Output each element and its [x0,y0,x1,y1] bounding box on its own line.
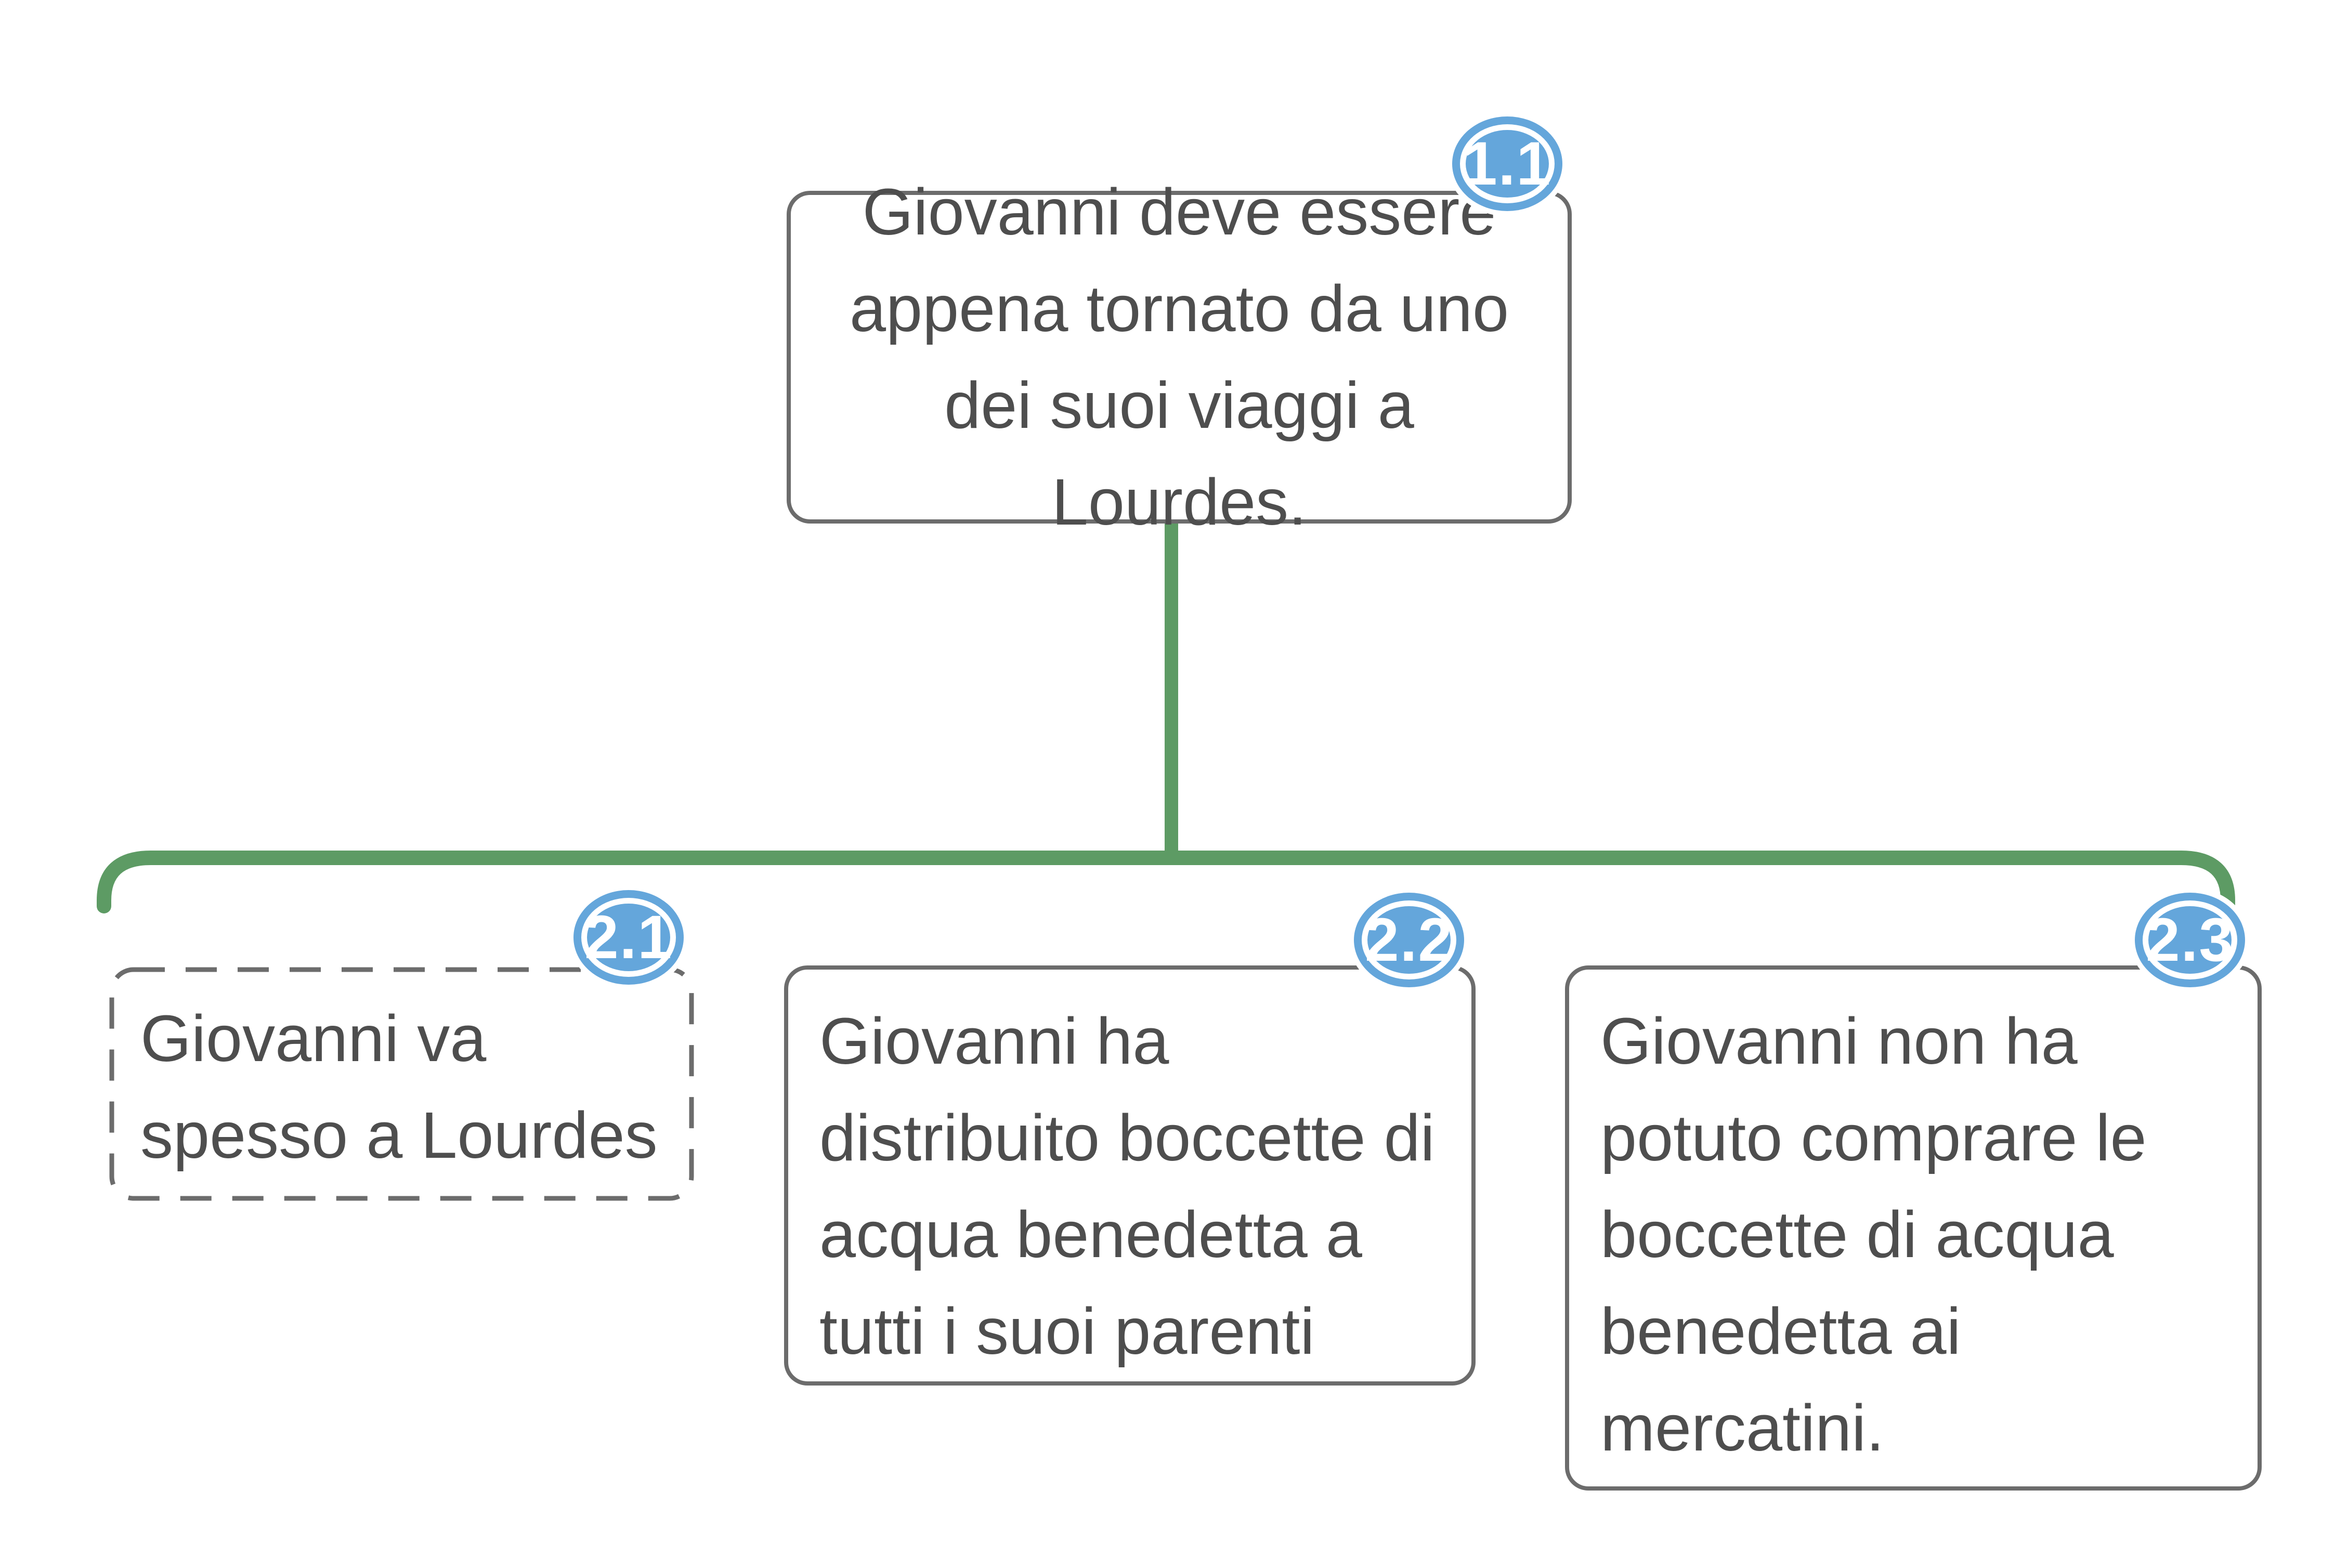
node-2-3[interactable]: 2.3 Giovanni non ha potuto comprare le b… [1565,893,2262,1491]
badge-circle-icon [1452,116,1562,211]
node-2-2[interactable]: 2.2 Giovanni ha distribuito boccette di … [784,893,1476,1386]
node-root[interactable]: 1.1 Giovanni deve essere appena tornato … [787,116,1572,539]
node-text: Giovanni va spesso a Lourdes [140,1002,658,1172]
badge-label: 1.1 [1463,129,1552,198]
badge-label: 2.1 [584,903,673,972]
node-badge: 2.2 [1354,893,1464,987]
node-badge: 1.1 [1452,116,1562,211]
badge-label: 2.2 [1364,906,1454,974]
connector-bracket [97,851,2235,913]
node-text: Giovanni deve essere appena tornato da u… [849,175,1509,539]
node-badge: 2.3 [2135,893,2245,987]
node-2-1[interactable]: 2.1 Giovanni va spesso a Lourdes [109,890,694,1201]
node-text: Giovanni non ha potuto comprare le bocce… [1600,1004,2147,1465]
node-text: Giovanni ha distribuito boccette di acqu… [819,1004,1435,1368]
node-badge: 2.1 [573,890,684,985]
badge-label: 2.3 [2145,906,2235,974]
